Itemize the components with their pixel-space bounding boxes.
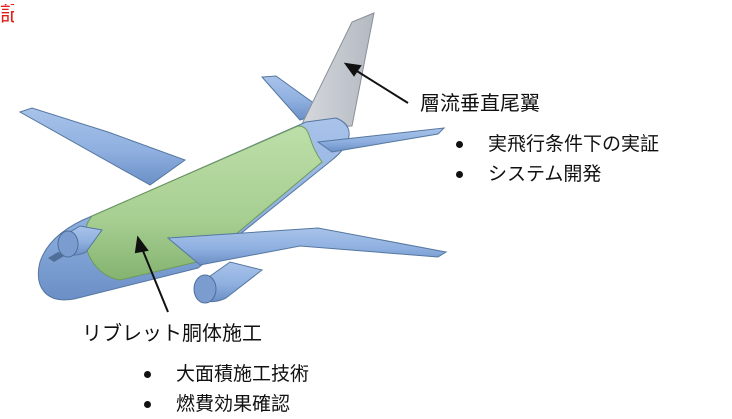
tail-callout-arrow — [343, 62, 409, 104]
left-engine — [57, 225, 103, 258]
right-stabilizer — [316, 127, 446, 153]
right-wing — [166, 227, 448, 266]
bullet-icon — [456, 171, 463, 178]
corner-mark: 記 — [0, 4, 14, 26]
list-item: 燃費効果確認 — [140, 389, 309, 419]
list-item: 実飛行条件下の実証 — [452, 129, 659, 159]
fuselage-callout-arrow — [134, 235, 169, 313]
vertical-tail — [299, 12, 375, 129]
tail-callout-heading: 層流垂直尾翼 — [420, 91, 540, 115]
list-item: システム開発 — [452, 159, 659, 189]
bullet-icon — [144, 401, 151, 408]
right-engine — [193, 261, 264, 304]
bullet-icon — [456, 141, 463, 148]
list-item: 大面積施工技術 — [140, 359, 309, 389]
bullet-icon — [144, 371, 151, 378]
fuselage-callout-list: 大面積施工技術 燃費効果確認 — [140, 359, 309, 419]
fuselage-callout-heading: リブレット胴体施工 — [82, 321, 262, 345]
left-wing — [18, 107, 187, 186]
tail-callout-list: 実飛行条件下の実証 システム開発 — [452, 129, 659, 189]
